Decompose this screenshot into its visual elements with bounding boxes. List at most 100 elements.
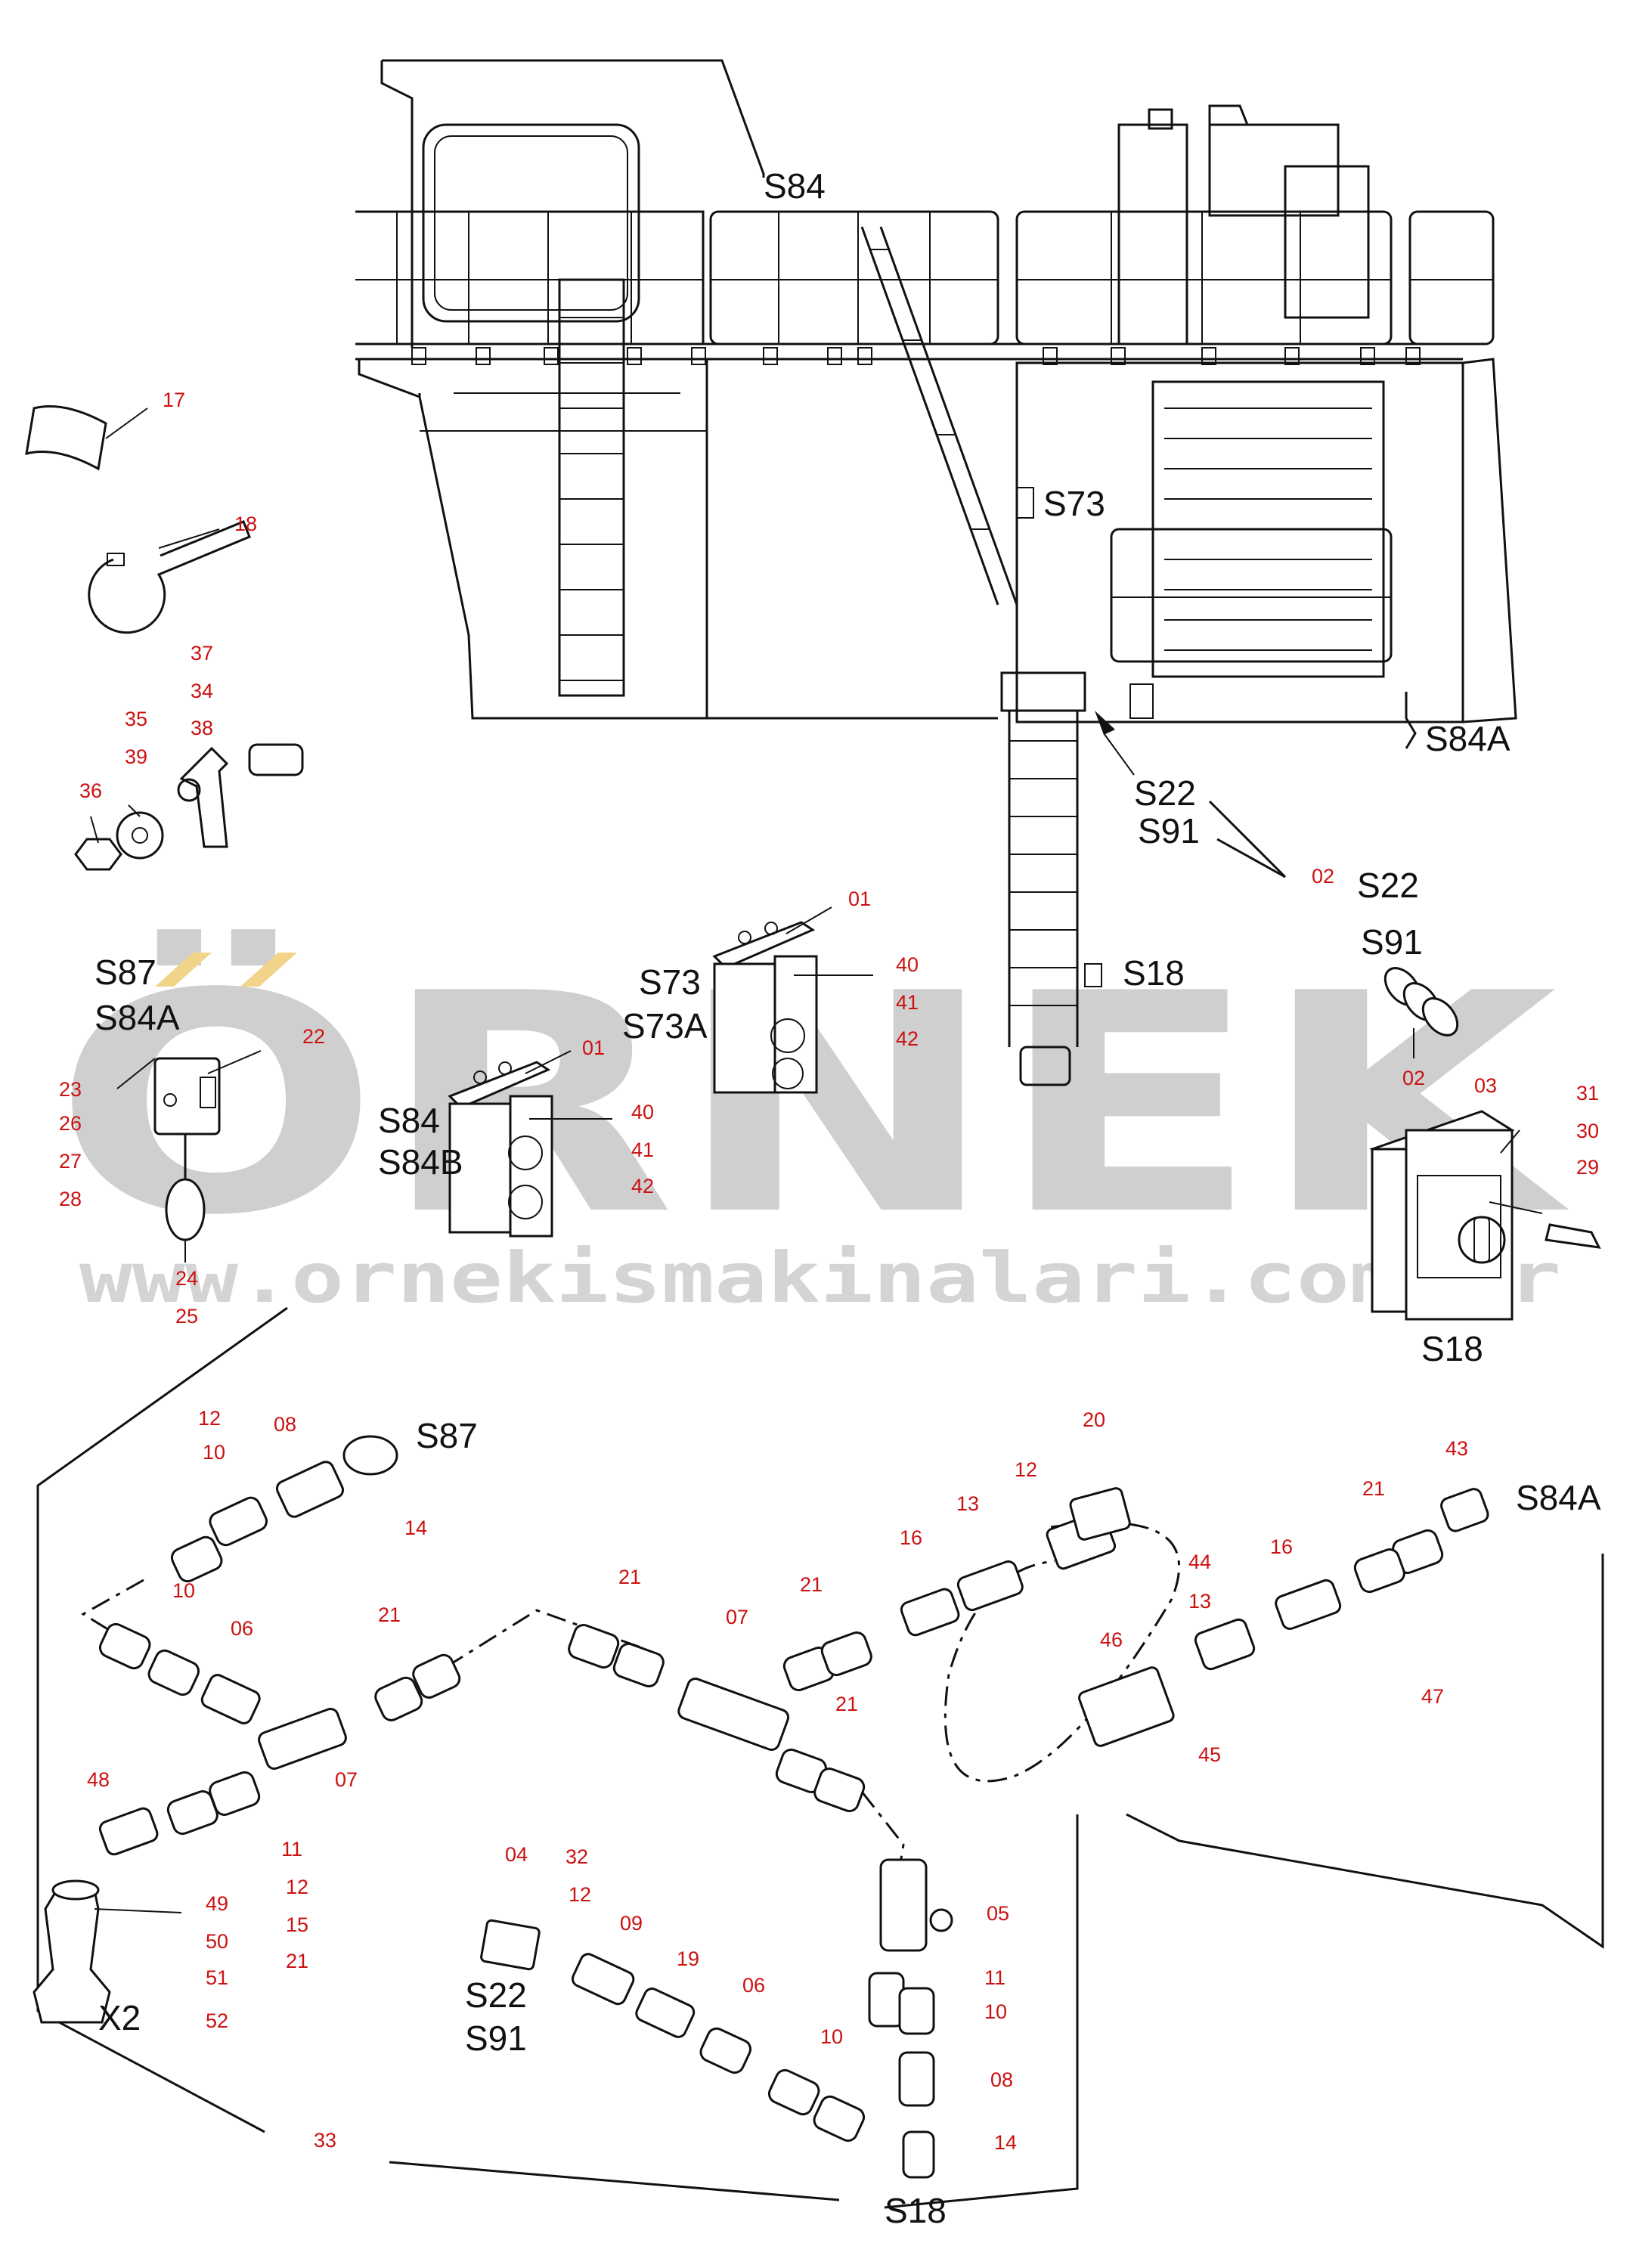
callout-number: 37: [191, 642, 213, 665]
callout-number: 42: [896, 1027, 919, 1050]
callout-number: 22: [302, 1025, 325, 1048]
callout-number: 21: [835, 1693, 858, 1715]
callout-number: 14: [404, 1517, 427, 1539]
callout-number: 49: [206, 1892, 228, 1915]
callout-number: 08: [990, 2068, 1013, 2091]
callout-number: 51: [206, 1966, 228, 1989]
callout-label: S84A: [95, 998, 180, 1037]
callout-number: 10: [172, 1579, 195, 1602]
callout-label: S87: [416, 1416, 478, 1455]
callout-label: X2: [98, 1998, 141, 2037]
callout-label: S22: [465, 1975, 527, 2015]
callout-number: 40: [631, 1101, 654, 1123]
callout-number: 06: [742, 1974, 765, 1997]
left-small-parts: [25, 405, 304, 871]
callout-number: 07: [726, 1606, 748, 1628]
callout-number: 41: [631, 1139, 654, 1161]
callout-number: 13: [1188, 1590, 1211, 1613]
harness-frame: [36, 1306, 1604, 2209]
callout-number: 36: [79, 779, 102, 802]
callout-label: S87: [95, 953, 156, 992]
callout-number: 45: [1198, 1743, 1221, 1766]
callout-number: 29: [1576, 1156, 1599, 1179]
callout-label: S84A: [1516, 1478, 1601, 1517]
callout-number: 24: [175, 1267, 198, 1290]
connector-02: [1383, 967, 1459, 1058]
callouts-black: S84 S73 S84A S22 S91 S18 S22 S91 S87 S84…: [95, 166, 1601, 2230]
callout-number: 41: [896, 991, 919, 1014]
push-button-box-s84: [448, 1050, 612, 1238]
access-ladder: [1000, 671, 1135, 1086]
accent-mark-icon: [240, 953, 297, 987]
machine-upper-structure: [355, 59, 1517, 749]
callout-number: 48: [87, 1768, 110, 1791]
callout-number: 20: [1083, 1408, 1105, 1431]
callout-number: 40: [896, 953, 919, 976]
callout-number: 09: [620, 1912, 643, 1935]
callout-number: 30: [1576, 1120, 1599, 1142]
callout-number: 15: [286, 1913, 308, 1936]
callout-number: 16: [900, 1526, 922, 1549]
callout-number: 23: [59, 1078, 82, 1101]
callout-label: S18: [1421, 1329, 1483, 1368]
harness-components: [33, 1435, 1489, 2179]
callout-number: 13: [956, 1492, 979, 1515]
callout-label: S22: [1134, 773, 1196, 813]
push-button-box-s73: [712, 906, 873, 1094]
callout-number: 12: [1015, 1458, 1037, 1481]
leader-lines: [1208, 800, 1287, 878]
callout-number: 12: [198, 1407, 221, 1430]
callout-number: 07: [335, 1768, 358, 1791]
callout-number: 21: [800, 1573, 823, 1596]
callouts-red: 17 18 37 34 35 38 39 36 01 02 40 41 42 2…: [59, 389, 1599, 2154]
callout-label: S91: [1361, 922, 1423, 962]
callout-number: 08: [274, 1413, 296, 1436]
callout-number: 38: [191, 717, 213, 739]
watermark-url: www.ornekismakinalari.com.tr: [79, 1238, 1561, 1318]
callout-number: 33: [314, 2129, 336, 2152]
callout-number: 26: [59, 1112, 82, 1135]
callout-number: 12: [569, 1883, 591, 1906]
callout-number: 34: [191, 680, 213, 702]
callout-number: 02: [1312, 865, 1334, 888]
callout-number: 16: [1270, 1535, 1293, 1558]
callout-number: 11: [281, 1838, 302, 1861]
callout-number: 02: [1402, 1067, 1425, 1089]
callout-number: 39: [125, 745, 147, 768]
callout-label: S73: [639, 962, 701, 1002]
callout-label: S22: [1357, 866, 1419, 905]
callout-number: 32: [565, 1845, 588, 1868]
callout-number: 11: [984, 1966, 1005, 1989]
callout-number: 17: [163, 389, 185, 411]
callout-number: 52: [206, 2009, 228, 2032]
arrow-icon: [1095, 711, 1115, 735]
callout-number: 10: [820, 2025, 843, 2048]
rotary-switch-s18: [1369, 1110, 1601, 1321]
callout-number: 43: [1445, 1437, 1468, 1460]
callout-number: 46: [1100, 1628, 1123, 1651]
callout-number: 10: [203, 1441, 225, 1464]
callout-number: 28: [59, 1188, 82, 1210]
callout-number: 44: [1188, 1551, 1211, 1573]
callout-label: S84: [378, 1101, 440, 1140]
callout-number: 47: [1421, 1685, 1444, 1708]
pendant-switch: [116, 1050, 262, 1263]
callout-label: S91: [465, 2019, 527, 2058]
callout-number: 21: [1362, 1477, 1385, 1500]
callout-number: 06: [231, 1617, 253, 1640]
callout-label: S18: [1123, 953, 1185, 993]
callout-number: 05: [987, 1902, 1009, 1925]
callout-number: 25: [175, 1305, 198, 1328]
callout-number: 31: [1576, 1082, 1599, 1105]
callout-number: 01: [848, 888, 871, 910]
callout-label: S84: [764, 166, 826, 206]
callout-number: 10: [984, 2000, 1007, 2023]
callout-number: 42: [631, 1175, 654, 1198]
callout-number: 35: [125, 708, 147, 730]
callout-number: 18: [234, 513, 257, 535]
callout-number: 01: [582, 1036, 605, 1059]
callout-number: 27: [59, 1150, 82, 1173]
callout-label: S18: [885, 2191, 947, 2230]
callout-label: S84A: [1425, 719, 1511, 758]
